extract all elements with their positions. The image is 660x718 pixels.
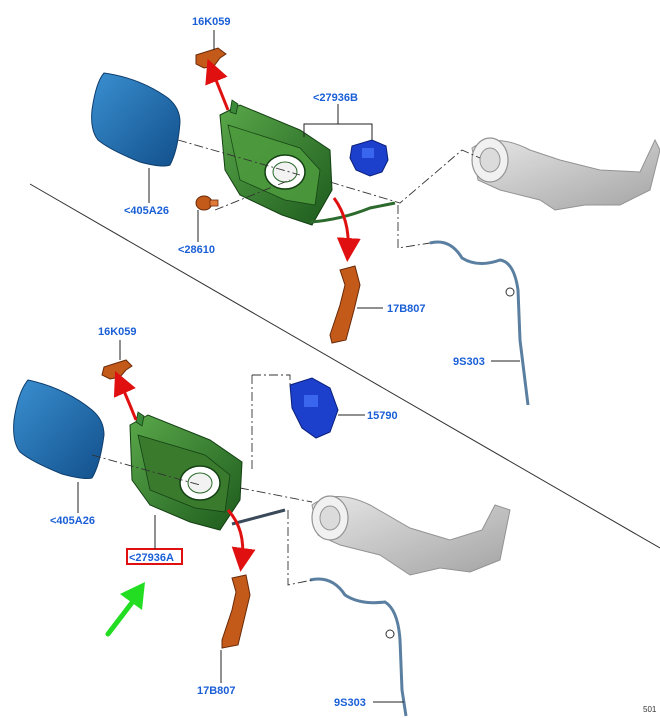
top-assembly: 16K059 <27936B <405A26 <28610 17B807 9S3… (91, 16, 660, 406)
label-16k059-top: 16K059 (192, 16, 231, 28)
corner-figure-number: 501 (643, 705, 657, 714)
hinge-clip-bottom (101, 359, 133, 380)
label-405a26-bottom: <405A26 (50, 515, 95, 527)
label-405a26-top: <405A26 (124, 205, 169, 217)
label-9s303-top: 9S303 (453, 356, 485, 368)
release-actuator-top (349, 139, 389, 177)
rubber-bumper-top (195, 195, 219, 211)
section-divider (29, 183, 660, 549)
label-15790-bottom: 15790 (367, 410, 398, 422)
fuel-door-cover-bottom (13, 379, 105, 479)
filler-housing-bottom (129, 411, 286, 531)
red-arrow-clip-top (205, 58, 230, 111)
filler-neck-bottom (311, 495, 511, 576)
label-17b807-bottom: 17B807 (197, 685, 236, 697)
drain-tube-bottom (221, 574, 251, 649)
vent-hose-bottom (309, 577, 408, 717)
label-27936a-bottom: <27936A (129, 552, 174, 564)
red-arrow-tube-top (332, 197, 361, 262)
red-arrow-clip-bottom (113, 371, 138, 421)
fuel-door-cover-top (91, 72, 181, 167)
drain-tube-top (329, 265, 361, 344)
label-28610-top: <28610 (178, 244, 215, 256)
hinge-clip-top (195, 47, 227, 69)
bottom-assembly: 16K059 15790 <405A26 <27936A 17B807 9S30… (13, 326, 511, 717)
vent-hose-top (429, 240, 530, 406)
label-17b807-top: 17B807 (387, 303, 426, 315)
filler-neck-top (471, 137, 660, 211)
green-pointer-arrow (105, 582, 145, 637)
label-9s303-bottom: 9S303 (334, 697, 366, 709)
label-27936b-top: <27936B (313, 92, 358, 104)
actuator-15790-bottom (289, 377, 339, 439)
red-arrow-tube-bottom (226, 508, 256, 572)
label-16k059-bottom: 16K059 (98, 326, 137, 338)
